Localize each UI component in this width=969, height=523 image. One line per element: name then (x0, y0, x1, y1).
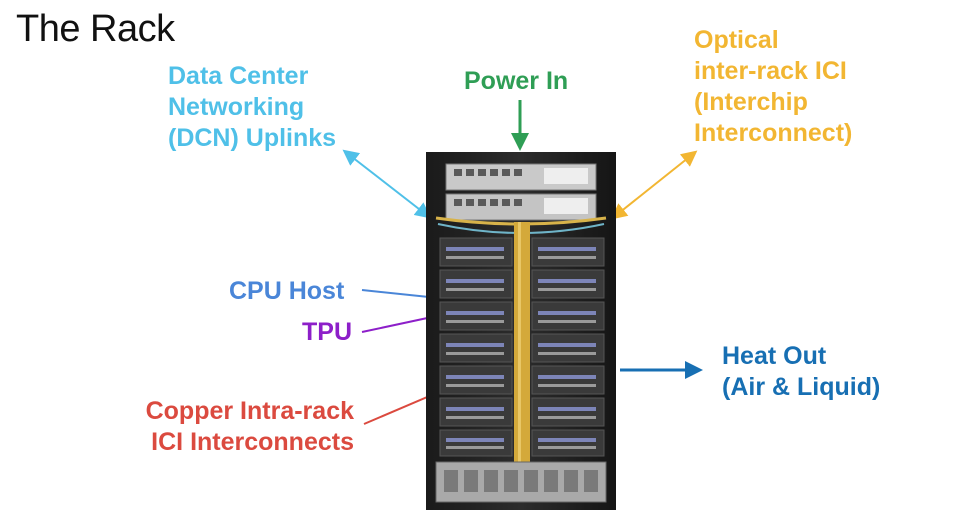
slide-title: The Rack (16, 8, 175, 50)
tpu-label-line-1: TPU (302, 318, 352, 346)
dcn-uplinks-label: Data Center Networking (DCN) Uplinks (168, 61, 336, 154)
top-switch-units (445, 163, 597, 221)
cpu-label-line-1: CPU Host (229, 277, 345, 305)
heat-label-line-2: (Air & Liquid) (722, 373, 881, 401)
copper-ici-label: Copper Intra-rack ICI Interconnects (146, 396, 354, 458)
power-label-line-1: Power In (464, 67, 569, 95)
ici-label-line-2: inter-rack ICI (694, 57, 847, 85)
power-in-label: Power In (464, 66, 568, 97)
ici-arrow (610, 150, 698, 220)
optical-ici-label: Optical inter-rack ICI (Interchip Interc… (694, 25, 852, 149)
heat-out-label: Heat Out (Air & Liquid) (722, 341, 880, 403)
ici-label-line-4: Interconnect) (694, 119, 853, 147)
dcn-label-line-3: (DCN) Uplinks (168, 124, 337, 152)
ici-label-line-1: Optical (694, 26, 779, 54)
rack-photo (426, 152, 616, 510)
dcn-label-line-1: Data Center (168, 62, 309, 90)
cpu-host-label: CPU Host (229, 276, 344, 307)
copper-label-line-2: ICI Interconnects (151, 428, 354, 456)
tpu-label: TPU (302, 317, 352, 348)
server-trays (439, 237, 605, 457)
copper-label-line-1: Copper Intra-rack (145, 397, 354, 425)
bottom-base-unit (435, 461, 607, 503)
ici-label-line-3: (Interchip (694, 88, 808, 116)
heat-label-line-1: Heat Out (722, 342, 827, 370)
dcn-label-line-2: Networking (168, 93, 305, 121)
dcn-arrow (342, 149, 432, 219)
